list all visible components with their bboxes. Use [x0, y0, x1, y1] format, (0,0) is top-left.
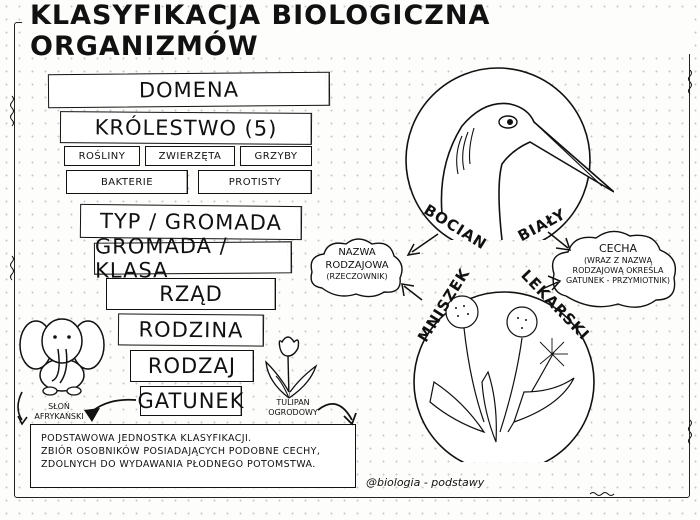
arrows-right — [401, 231, 572, 301]
cloud-left-shape — [310, 238, 403, 298]
tulip-illustration — [265, 336, 318, 399]
arrows-left — [17, 391, 357, 426]
definition-line: Podstawowa jednostka klasyfikacji. — [41, 433, 252, 444]
definition-line: Zbiór osobników posiadających podobne ce… — [41, 445, 321, 457]
species-definition-box: Podstawowa jednostka klasyfikacji. Zbiór… — [30, 424, 356, 488]
cloud-left-line: rodzajowa — [325, 259, 389, 271]
cloud-right-line: gatunek - przymiotnik) — [566, 275, 670, 285]
tulip-label: Tulipan ogrodowy — [268, 398, 318, 417]
kingdom-item: Bakterie — [66, 170, 188, 194]
cloud-left-line: (rzeczownik) — [326, 272, 388, 281]
kingdom-item: Rośliny — [64, 146, 140, 166]
cloud-right-line: rodzajową określa — [572, 265, 664, 275]
cloud-right-shape — [551, 230, 677, 308]
stork-illustration — [405, 67, 614, 240]
rank-order: Rząd — [106, 278, 276, 310]
definition-line: zdolnych do wydawania płodnego potomstwa… — [41, 458, 316, 470]
cloud-right-line: (wraz z nazwą — [583, 255, 653, 265]
elephant-label: Słoń afrykański — [34, 402, 84, 421]
kingdom-item: Grzyby — [240, 146, 312, 166]
rank-genus: Rodzaj — [130, 350, 254, 382]
kingdom-item: Zwierzęta — [145, 146, 235, 166]
author-credit: @biologia - podstawy — [366, 476, 485, 489]
kingdom-item: Protisty — [198, 170, 312, 194]
dandelion-illustration — [413, 291, 595, 462]
elephant-illustration — [19, 318, 105, 396]
cloud-right-text: Cecha (wraz z nazwą rodzajową określa ga… — [556, 242, 680, 286]
cloud-left-text: Nazwa rodzajowa (rzeczownik) — [314, 247, 400, 282]
rank-species: Gatunek — [138, 386, 243, 416]
cloud-left-line: Nazwa — [338, 247, 376, 258]
cloud-right-line: Cecha — [598, 242, 638, 255]
